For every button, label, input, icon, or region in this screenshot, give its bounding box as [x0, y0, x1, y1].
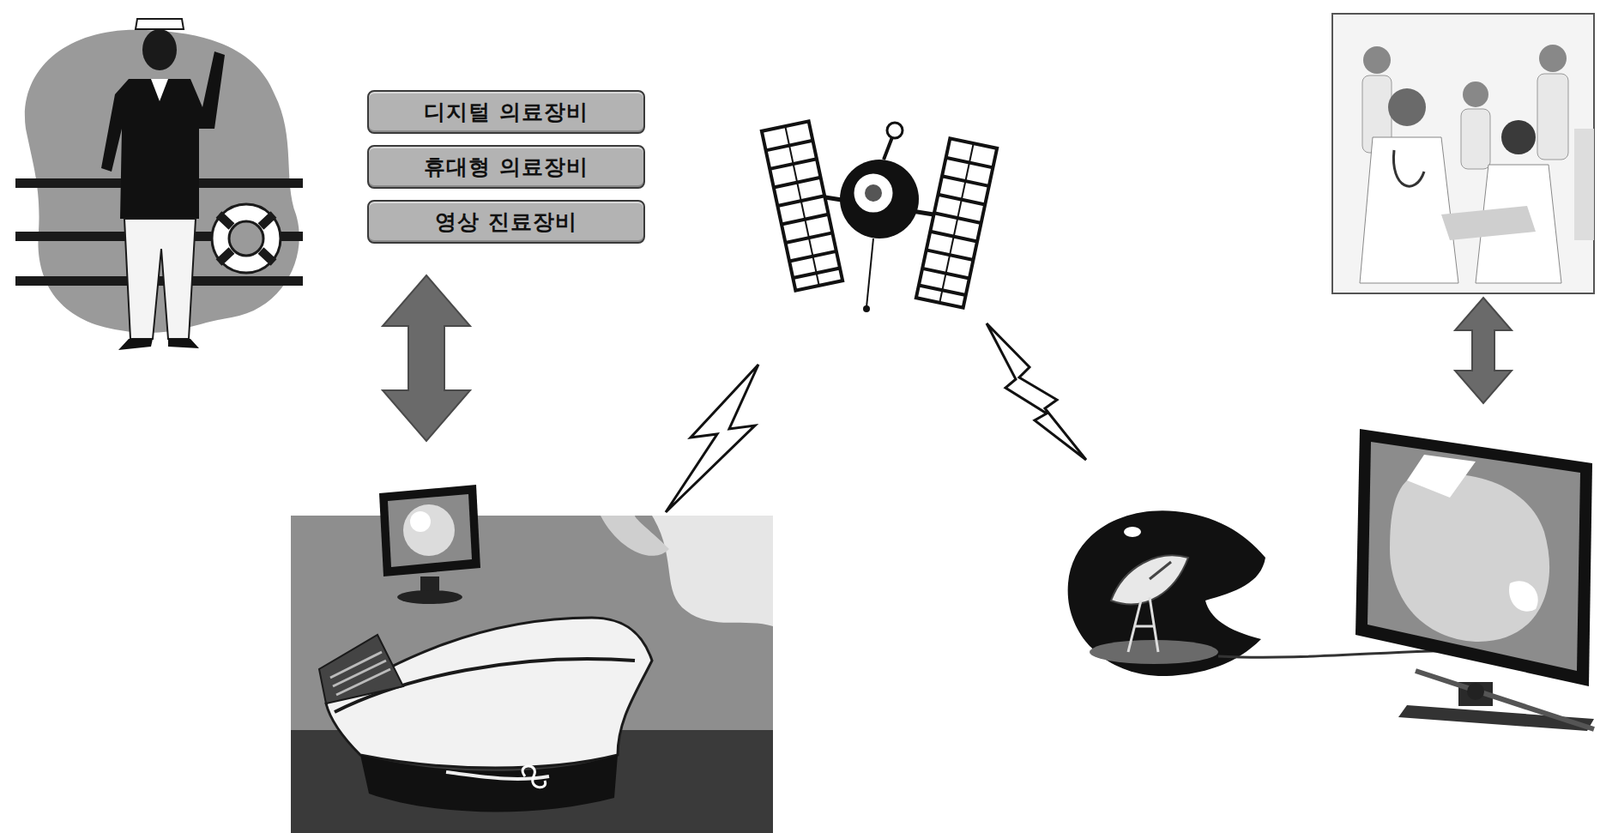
- double-arrow: [382, 275, 471, 441]
- satellite: [839, 159, 919, 239]
- double-arrow: [1455, 297, 1512, 404]
- satellite: [939, 143, 974, 303]
- doctors-photo: [1332, 13, 1594, 294]
- computer-monitor: [1415, 670, 1594, 730]
- sailor-illustration: [150, 78, 169, 102]
- equipment-box: 영상 진료장비: [367, 199, 646, 244]
- ship-illustration: [330, 652, 391, 695]
- ship-illustration: [319, 634, 404, 704]
- ground-station: [1110, 555, 1189, 604]
- ship-illustration: [600, 515, 670, 556]
- doctors-photo: [1501, 120, 1536, 155]
- satellite: [864, 184, 882, 202]
- satellite: [761, 120, 997, 313]
- satellite: [863, 305, 870, 313]
- doctors-photo: [1539, 44, 1567, 73]
- satellite: [916, 138, 997, 308]
- satellite: [866, 238, 874, 308]
- ship-illustration: [360, 754, 618, 812]
- sailor-illustration: [211, 204, 281, 273]
- satellite: [916, 138, 997, 308]
- ground-station: [1123, 526, 1142, 538]
- sailor-illustration: [124, 218, 196, 339]
- box-label: 휴대형 의료장비: [423, 153, 589, 181]
- doctors-photo: [1441, 205, 1536, 241]
- box-label: 영상 진료장비: [434, 208, 578, 236]
- ship-illustration: [410, 511, 431, 532]
- computer-monitor: [1389, 474, 1550, 643]
- wireless-signal: [986, 323, 1087, 460]
- sailor-illustration: [118, 338, 200, 351]
- ship-illustration: [379, 484, 481, 577]
- ground-station: [1128, 597, 1159, 653]
- wireless-signal: [986, 323, 1087, 460]
- double-arrow: [382, 275, 471, 441]
- doctors-photo: [1574, 128, 1594, 241]
- satellite: [761, 120, 843, 290]
- doctors-photo: [1388, 88, 1426, 127]
- sailor-illustration: [229, 221, 264, 256]
- ship-illustration: [403, 504, 455, 556]
- box-label: 디지털 의료장비: [423, 98, 589, 126]
- doctors-photo: [1461, 108, 1491, 170]
- sailor-illustration: [135, 18, 184, 30]
- sailor-illustration: [218, 214, 274, 263]
- satellite: [852, 172, 894, 214]
- ground-station: [1068, 510, 1266, 677]
- ship-illustration: [522, 766, 546, 788]
- computer-monitor: [1355, 428, 1594, 731]
- sailor-illustration: [142, 29, 177, 71]
- ship-illustration: [290, 484, 773, 833]
- sailor-illustration: [101, 51, 225, 219]
- ship-illustration: [652, 515, 773, 627]
- doctors-photo: [1537, 73, 1569, 160]
- sailor-illustration: [15, 18, 303, 351]
- wireless-signal: [665, 364, 759, 513]
- doctors-photo: [1462, 81, 1489, 108]
- satellite: [784, 126, 820, 286]
- ground-station: [1149, 561, 1172, 580]
- equipment-box: 휴대형 의료장비: [367, 144, 646, 189]
- computer-monitor: [1509, 580, 1539, 611]
- wireless-signal: [665, 364, 759, 513]
- ship-illustration: [420, 576, 440, 592]
- ship-illustration: [397, 590, 463, 604]
- ship-illustration: [387, 494, 472, 568]
- ground-station: [1089, 640, 1219, 665]
- doctors-photo: [1363, 46, 1391, 74]
- satellite: [883, 137, 893, 160]
- doctors-photo: [1393, 150, 1425, 187]
- computer-monitor: [1467, 682, 1485, 701]
- computer-monitor: [1367, 441, 1581, 671]
- computer-monitor: [1355, 428, 1593, 687]
- double-arrow: [1455, 297, 1512, 404]
- computer-monitor: [1406, 454, 1476, 498]
- ship-illustration: [290, 515, 773, 833]
- doctors-photo: [1332, 13, 1594, 294]
- doctors-photo: [1359, 137, 1459, 284]
- satellite: [761, 120, 843, 290]
- satellite: [887, 122, 903, 139]
- equipment-box: 디지털 의료장비: [367, 90, 646, 134]
